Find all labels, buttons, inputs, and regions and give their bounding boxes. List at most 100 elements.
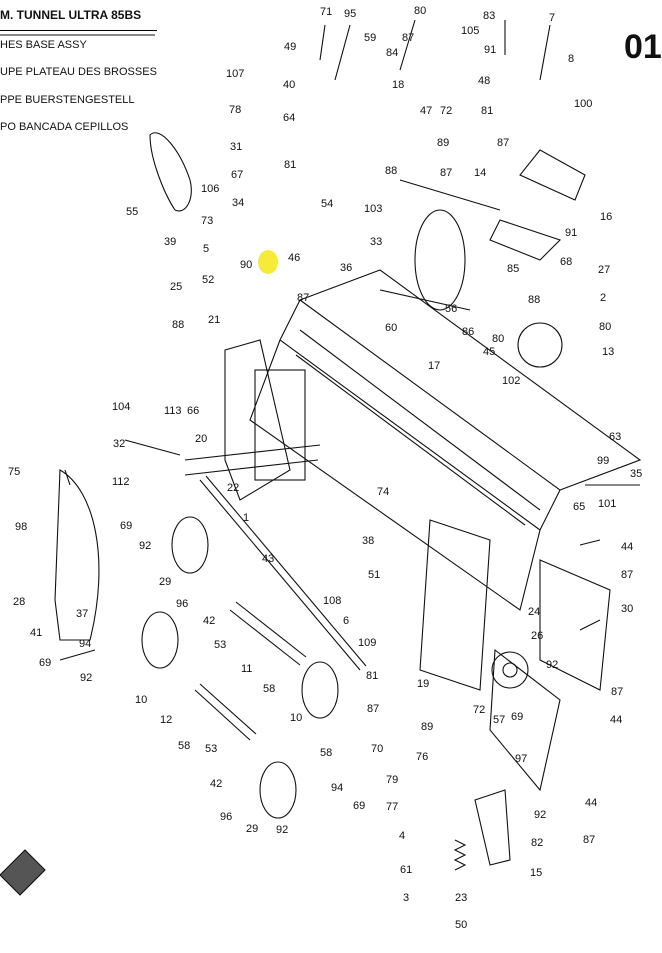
part-label-2: 2	[600, 292, 606, 304]
part-label-109: 109	[358, 637, 376, 649]
part-label-68: 68	[560, 256, 572, 268]
part-label-5: 5	[203, 243, 209, 255]
part-label-102: 102	[502, 375, 520, 387]
part-label-91: 91	[484, 44, 496, 56]
part-label-55: 55	[126, 206, 138, 218]
part-label-46: 46	[288, 252, 300, 264]
part-label-92: 92	[276, 824, 288, 836]
part-label-87: 87	[367, 703, 379, 715]
part-label-81: 81	[366, 670, 378, 682]
part-label-107: 107	[226, 68, 244, 80]
part-label-16: 16	[600, 211, 612, 223]
part-label-90: 90	[240, 259, 252, 271]
part-label-15: 15	[530, 867, 542, 879]
part-label-89: 89	[437, 137, 449, 149]
part-label-88: 88	[528, 294, 540, 306]
part-label-49: 49	[284, 41, 296, 53]
part-label-51: 51	[368, 569, 380, 581]
part-label-58: 58	[263, 683, 275, 695]
part-label-72: 72	[473, 704, 485, 716]
part-label-95: 95	[344, 8, 356, 20]
part-label-88: 88	[385, 165, 397, 177]
part-label-28: 28	[13, 596, 25, 608]
part-label-53: 53	[205, 743, 217, 755]
part-label-25: 25	[170, 281, 182, 293]
part-label-59: 59	[364, 32, 376, 44]
part-label-92: 92	[546, 659, 558, 671]
part-label-34: 34	[232, 197, 244, 209]
part-label-99: 99	[597, 455, 609, 467]
part-label-48: 48	[478, 75, 490, 87]
part-label-63: 63	[609, 431, 621, 443]
part-label-97: 97	[515, 753, 527, 765]
highlighted-part	[258, 250, 278, 274]
part-label-32: 32	[113, 438, 125, 450]
part-label-4: 4	[399, 830, 405, 842]
part-label-42: 42	[210, 778, 222, 790]
part-label-81: 81	[481, 105, 493, 117]
part-label-70: 70	[371, 743, 383, 755]
part-label-88: 88	[172, 319, 184, 331]
part-label-61: 61	[400, 864, 412, 876]
part-label-94: 94	[79, 638, 91, 650]
part-label-36: 36	[340, 262, 352, 274]
part-label-31: 31	[230, 141, 242, 153]
part-label-10: 10	[290, 712, 302, 724]
part-label-24: 24	[528, 606, 540, 618]
subtitle-line-4: PO BANCADA CEPILLOS	[0, 121, 129, 133]
subtitle-line-1: HES BASE ASSY	[0, 39, 87, 51]
part-label-30: 30	[621, 603, 633, 615]
part-label-17: 17	[428, 360, 440, 372]
part-label-8: 8	[568, 53, 574, 65]
part-label-64: 64	[283, 112, 295, 124]
part-label-87: 87	[297, 292, 309, 304]
part-label-112: 112	[112, 476, 130, 488]
part-label-45: 45	[483, 346, 495, 358]
part-label-44: 44	[621, 541, 633, 553]
part-label-106: 106	[201, 183, 219, 195]
part-label-29: 29	[246, 823, 258, 835]
drawing	[0, 19, 642, 896]
part-label-69: 69	[353, 800, 365, 812]
part-label-57: 57	[493, 714, 505, 726]
part-label-47: 47	[420, 105, 432, 117]
part-label-19: 19	[417, 678, 429, 690]
part-label-92: 92	[80, 672, 92, 684]
part-label-85: 85	[507, 263, 519, 275]
part-label-69: 69	[120, 520, 132, 532]
part-label-69: 69	[511, 711, 523, 723]
part-label-66: 66	[187, 405, 199, 417]
part-label-13: 13	[602, 346, 614, 358]
part-label-113: 113	[164, 405, 182, 417]
part-label-87: 87	[583, 834, 595, 846]
part-label-108: 108	[323, 595, 341, 607]
part-label-76: 76	[416, 751, 428, 763]
part-label-87: 87	[497, 137, 509, 149]
title-rule	[0, 30, 157, 31]
part-label-100: 100	[574, 98, 592, 110]
part-label-12: 12	[160, 714, 172, 726]
part-label-7: 7	[549, 12, 555, 24]
part-label-103: 103	[364, 203, 382, 215]
part-label-96: 96	[176, 598, 188, 610]
part-label-87: 87	[440, 167, 452, 179]
subtitle-line-3: PPE BUERSTENGESTELL	[0, 94, 135, 106]
part-label-53: 53	[214, 639, 226, 651]
diagram-title: M. TUNNEL ULTRA 85BS	[0, 8, 142, 22]
part-label-14: 14	[474, 167, 486, 179]
part-label-38: 38	[362, 535, 374, 547]
part-label-3: 3	[403, 892, 409, 904]
part-label-1: 1	[243, 512, 249, 524]
part-label-23: 23	[455, 892, 467, 904]
part-label-105: 105	[461, 25, 479, 37]
part-label-18: 18	[392, 79, 404, 91]
part-label-29: 29	[159, 576, 171, 588]
part-label-44: 44	[610, 714, 622, 726]
part-label-67: 67	[231, 169, 243, 181]
part-label-86: 86	[462, 326, 474, 338]
part-label-44: 44	[585, 797, 597, 809]
part-label-43: 43	[262, 553, 274, 565]
subtitle-line-2: UPE PLATEAU DES BROSSES	[0, 66, 157, 78]
